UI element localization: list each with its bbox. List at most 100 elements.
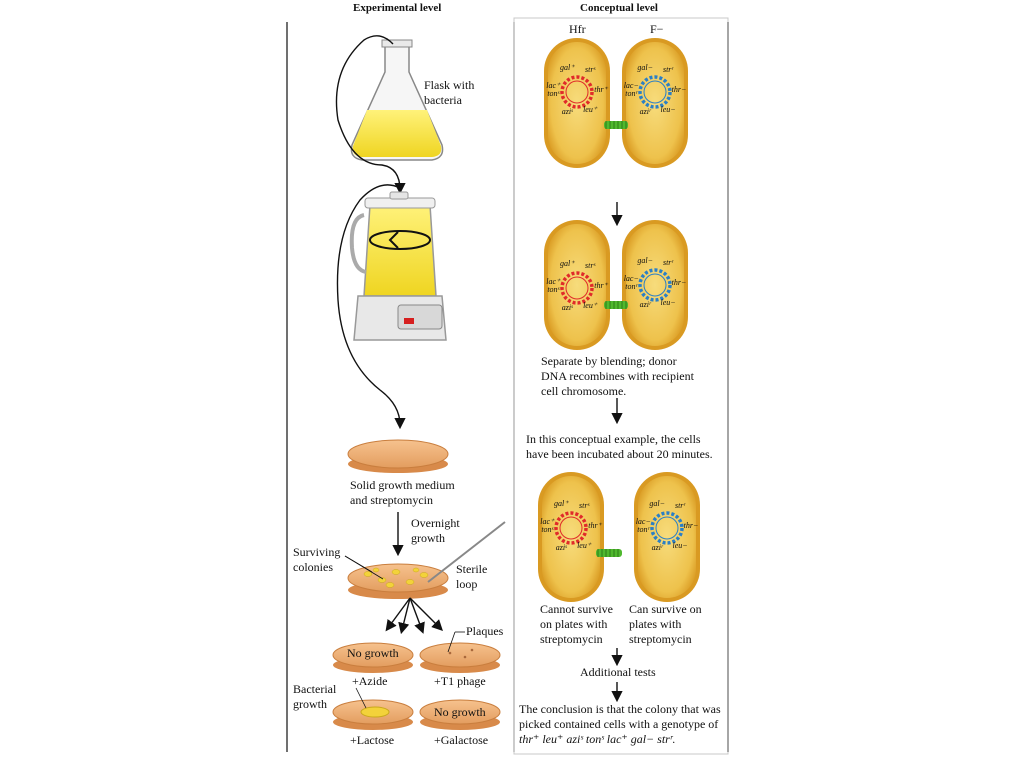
dish-azide [332,642,414,673]
surviving-label-1: Surviving [293,545,341,559]
gene-label: tonˢ [541,525,553,534]
gene-label: gal⁺ [554,499,569,508]
sterile-loop [427,521,506,583]
gene-label: strˢ [585,261,595,270]
dish-galactose [419,699,501,730]
cannot-survive-3: streptomycin [540,632,603,646]
pilus-bridge [604,301,628,309]
overnight-label-2: growth [411,531,445,545]
blender-illustration [349,191,447,341]
dish-lactose-caption: +Lactose [350,733,395,747]
gene-label: thr⁺ [594,85,608,94]
gene-label: lac⁺ [540,517,555,526]
hfr-cell-1 [544,38,610,168]
tube-blender [336,184,406,430]
gene-label: thr− [684,521,699,530]
blend-text-2: DNA recombines with recipient [541,369,694,383]
fminus-label: F− [650,22,664,36]
gene-label: tonʳ [625,282,638,291]
incubation-text-2: have been incubated about 20 minutes. [526,447,713,461]
can-survive-2: plates with [629,617,682,631]
gene-label: gal− [649,499,665,508]
gene-label: leu⁺ [577,541,592,550]
dish-azide-caption: +Azide [352,674,388,688]
fminus-cell-1 [622,38,688,168]
dish-galactose-inner: No growth [434,705,486,719]
genotype: thr⁺ leu⁺ aziˢ tonˢ lac⁺ gal− strʳ. [519,732,676,746]
flask-label-1: Flask with [424,78,475,92]
gene-label: leu− [660,298,675,307]
gene-label: gal− [637,63,653,72]
gene-label: thr⁺ [588,521,602,530]
medium-label-2: and streptomycin [350,493,433,507]
gene-label: tonʳ [625,89,638,98]
can-survive-3: streptomycin [629,632,692,646]
dish-lactose [332,699,414,730]
tube-flask [335,35,406,195]
blend-text-1: Separate by blending; donor [541,354,677,368]
can-survive-1: Can survive on [629,602,702,616]
gene-label: tonˢ [547,285,559,294]
bacterial-label-1: Bacterial [293,682,337,696]
blend-text-3: cell chromosome. [541,384,627,398]
hfr-cell-3 [538,472,604,602]
hfr-label: Hfr [569,22,586,36]
sterile-label-1: Sterile [456,562,488,576]
gene-label: lac⁺ [546,277,561,286]
gene-label: lac⁺ [546,81,561,90]
surviving-label-2: colonies [293,560,333,574]
gene-label: strʳ [663,65,674,74]
gene-label: lac− [624,81,639,90]
dish-t1phage-caption: +T1 phage [434,674,486,688]
gene-label: leu− [672,541,687,550]
header-experimental: Experimental level [353,2,442,14]
incubation-text-1: In this conceptual example, the cells [526,432,701,446]
additional-tests: Additional tests [580,665,656,679]
gene-label: tonˢ [547,89,559,98]
gene-label: leu⁺ [583,301,598,310]
hfr-cell-2 [544,220,610,350]
gene-label: tonʳ [637,525,650,534]
dish-galactose-caption: +Galactose [434,733,489,747]
dish-t1phage [419,642,501,673]
gene-label: strˢ [579,501,589,510]
header-conceptual: Conceptual level [580,2,658,14]
plaques-label: Plaques [466,624,504,638]
fminus-cell-2 [622,220,688,350]
dish-colonies [347,563,449,599]
medium-label-1: Solid growth medium [350,478,455,492]
gene-label: aziˢ [556,543,567,552]
conclusion-2: picked contained cells with a genotype o… [519,717,719,731]
gene-label: thr⁺ [594,281,608,290]
gene-label: aziʳ [652,543,664,552]
cannot-survive-1: Cannot survive [540,602,613,616]
gene-label: aziˢ [562,303,573,312]
gene-label: aziʳ [640,300,652,309]
gene-label: strʳ [675,501,686,510]
gene-label: aziˢ [562,107,573,116]
gene-label: aziʳ [640,107,652,116]
gene-label: leu⁺ [583,105,598,114]
gene-label: thr− [672,85,687,94]
gene-label: gal⁺ [560,259,575,268]
dish-azide-inner: No growth [347,646,399,660]
pilus-bridge [604,121,628,129]
conclusion-1: The conclusion is that the colony that w… [519,702,721,716]
gene-label: gal⁺ [560,63,575,72]
gene-label: strʳ [663,258,674,267]
gene-label: strˢ [585,65,595,74]
gene-label: gal− [637,256,653,265]
dish-streptomycin [347,439,449,473]
gene-label: thr− [672,278,687,287]
gene-label: leu− [660,105,675,114]
gene-label: lac− [624,274,639,283]
flask-label-2: bacteria [424,93,462,107]
sterile-label-2: loop [456,577,478,591]
fminus-cell-3 [634,472,700,602]
overnight-label-1: Overnight [411,516,460,530]
cannot-survive-2: on plates with [540,617,608,631]
bacterial-label-2: growth [293,697,327,711]
gene-label: lac− [636,517,651,526]
